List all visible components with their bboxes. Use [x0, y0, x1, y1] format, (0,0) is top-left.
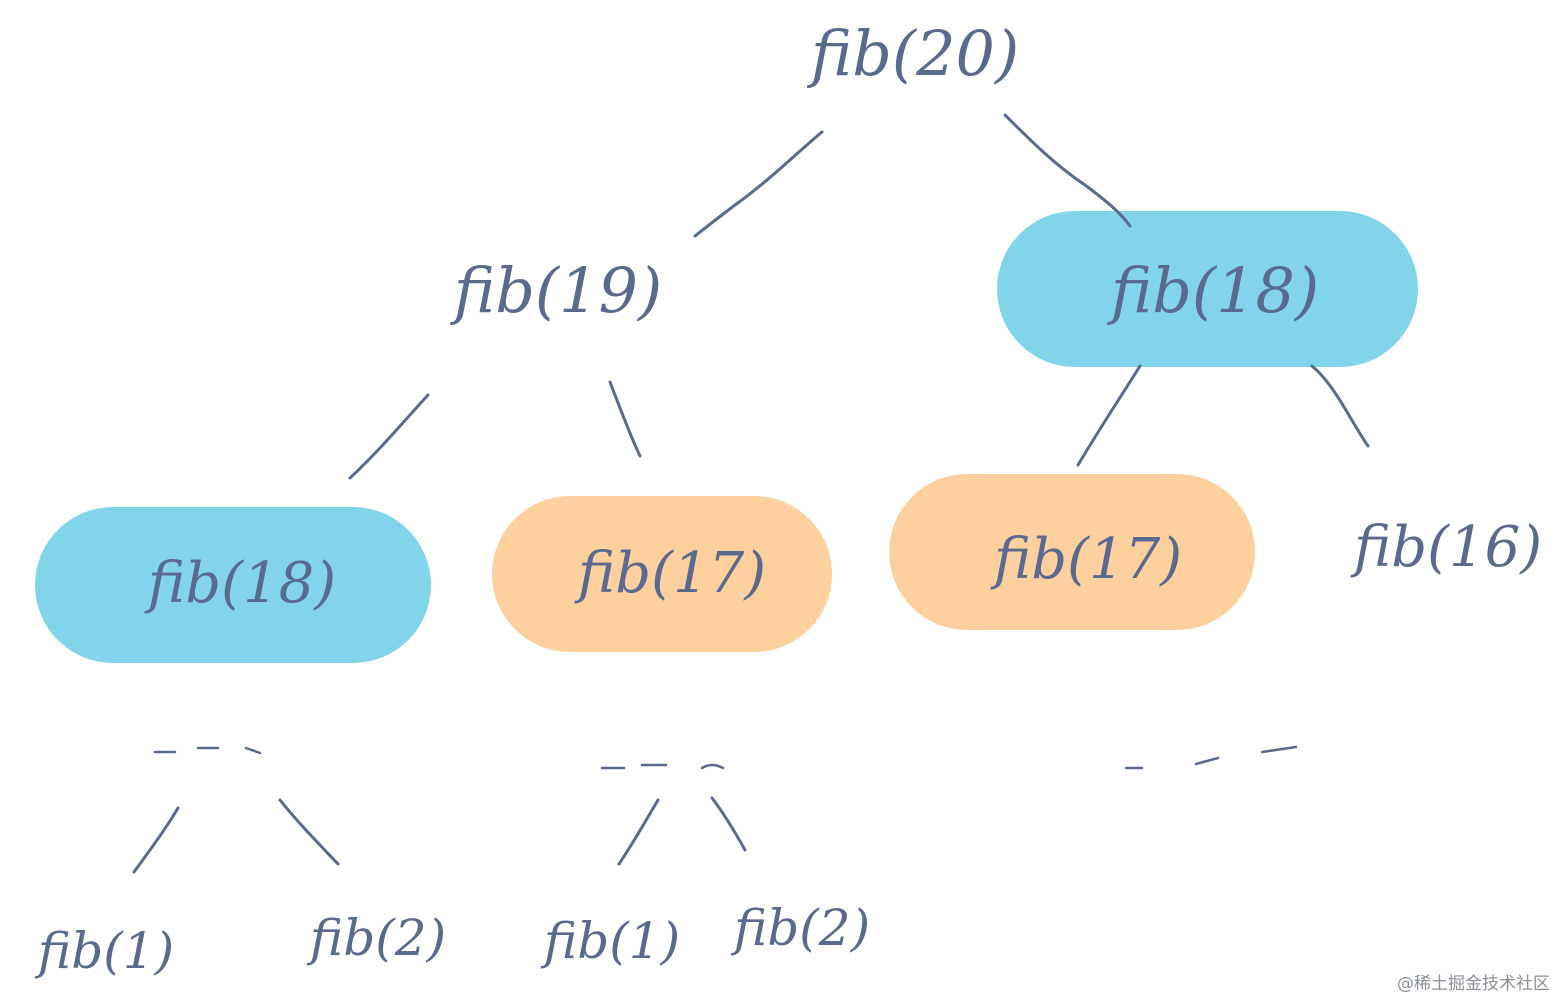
- highlight-pill-fib18-right: [997, 211, 1418, 367]
- node-label-fib18-left: fib(18): [144, 551, 336, 616]
- edge-fib19-to-fib18: [348, 393, 430, 480]
- node-label-fib2-left: fib(2): [306, 909, 446, 967]
- node-label-fib18-right: fib(18): [1107, 254, 1319, 327]
- ellipsis-middle: [600, 763, 725, 770]
- edge-fib18-to-fib17: [1076, 364, 1142, 467]
- node-label-fib17-middle: fib(17): [574, 541, 766, 606]
- node-label-fib17-right: fib(17): [990, 527, 1182, 592]
- highlight-pill-fib18-left: [35, 507, 431, 663]
- watermark: @稀土掘金技术社区: [1397, 974, 1550, 994]
- highlight-pill-fib17-right: [889, 474, 1255, 630]
- edge-root-to-fib19: [693, 130, 824, 238]
- edge-root-to-fib18: [1003, 113, 1132, 228]
- edge-fib19-to-fib17: [608, 380, 642, 458]
- edge-b-to-fib1: [617, 798, 660, 866]
- ellipsis-right: [1124, 745, 1298, 770]
- edge-fib18-to-fib16: [1310, 364, 1370, 448]
- node-label-root: fib(20): [807, 17, 1019, 90]
- node-label-fib2-middle: fib(2): [730, 899, 870, 957]
- ellipsis-left: [153, 746, 262, 755]
- edge-b-to-fib2: [710, 796, 747, 852]
- node-label-fib1-left: fib(1): [34, 922, 174, 980]
- node-label-fib16: fib(16): [1350, 515, 1542, 580]
- node-label-fib1-middle: fib(1): [540, 912, 680, 970]
- highlight-pill-fib17-middle: [492, 496, 832, 652]
- edge-a-to-fib1: [132, 806, 180, 874]
- edge-a-to-fib2: [278, 798, 340, 866]
- node-label-fib19: fib(19): [450, 254, 662, 327]
